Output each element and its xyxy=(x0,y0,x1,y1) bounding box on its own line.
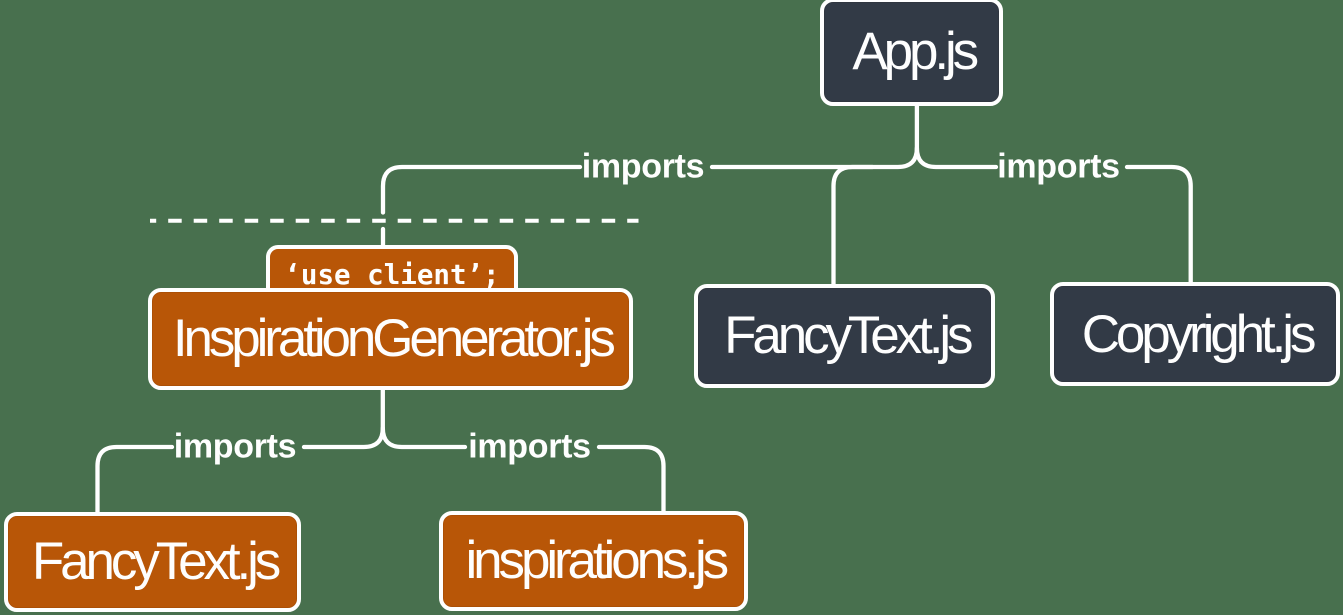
node-inspirations: inspirations.js xyxy=(439,510,748,611)
node-inspirations-label: inspirations.js xyxy=(465,531,730,591)
edge-app-to-copyright xyxy=(914,145,1193,286)
node-inspiration-generator-label: InspirationGenerator.js xyxy=(172,309,616,369)
edge-app-to-fancy-text-server xyxy=(831,164,875,287)
node-copyright: Copyright.js xyxy=(1050,282,1340,386)
node-app: App.js xyxy=(820,0,1003,106)
node-copyright-label: Copyright.js xyxy=(1081,304,1317,364)
node-fancy-text-client-label: FancyText.js xyxy=(31,532,281,591)
node-fancy-text-server: FancyText.js xyxy=(694,283,995,388)
node-app-label: App.js xyxy=(852,22,979,82)
node-fancy-text-server-label: FancyText.js xyxy=(724,306,973,365)
use-client-directive-label: ‘use client’; xyxy=(284,259,500,292)
node-fancy-text-client: FancyText.js xyxy=(4,511,301,612)
edge-label-imports-generator-fancytext: imports xyxy=(173,427,297,465)
node-inspiration-generator: InspirationGenerator.js xyxy=(147,287,633,390)
edge-generator-to-inspirations xyxy=(380,425,666,515)
use-client-directive-badge: ‘use client’; xyxy=(266,245,518,296)
edge-label-imports-app-generator: imports xyxy=(581,147,705,185)
edge-label-imports-app-copyright: imports xyxy=(997,147,1120,185)
edge-label-imports-generator-inspirations: imports xyxy=(468,427,591,465)
